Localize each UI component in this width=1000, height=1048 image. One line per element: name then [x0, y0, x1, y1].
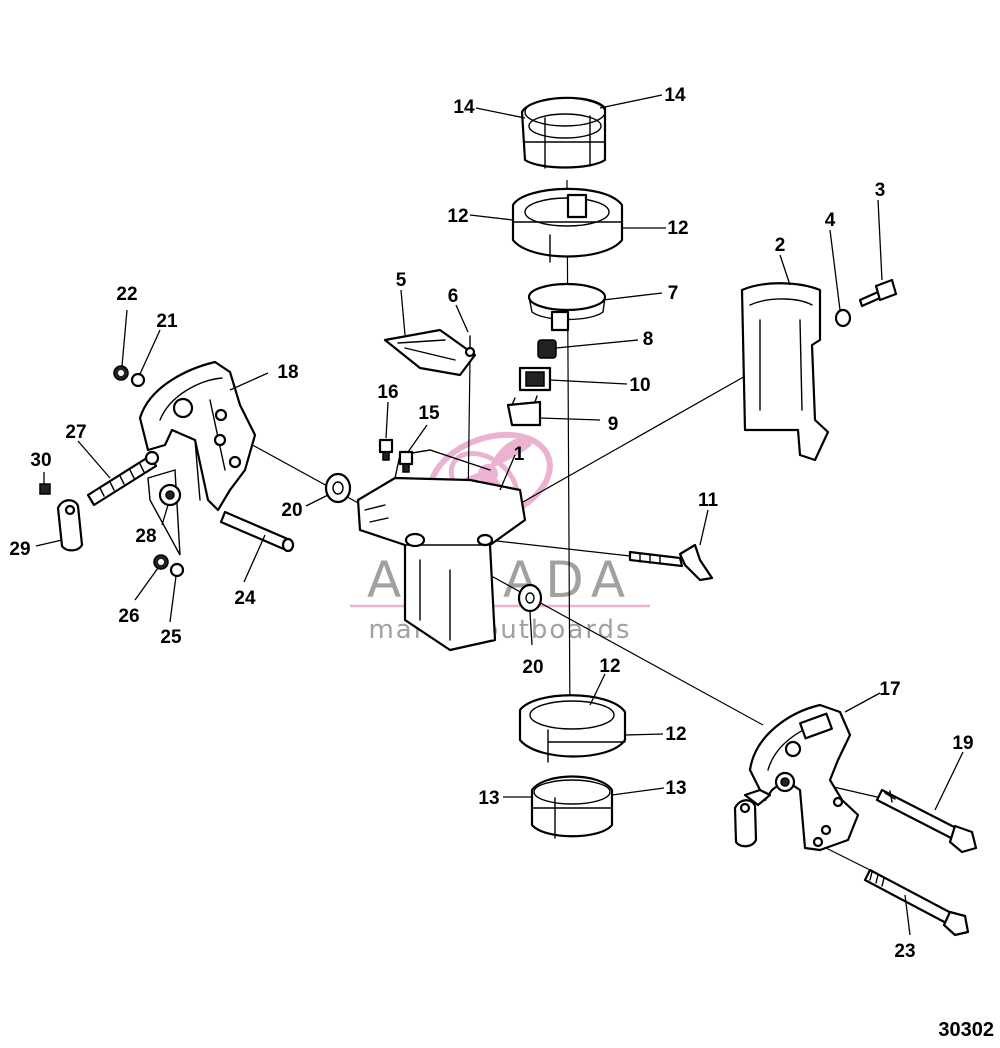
vertical-swivel-axis: [566, 179, 571, 726]
part-20-washer-right: [517, 583, 543, 613]
callout-11: 11: [698, 490, 719, 511]
part-8-block: [537, 339, 557, 359]
part-23-bolt: [863, 868, 970, 937]
callout-19: 19: [952, 733, 973, 754]
part-9-bracket: [506, 395, 542, 427]
part-29-handle: [56, 499, 84, 552]
callout-26: 26: [118, 606, 139, 627]
callout-10: 10: [629, 375, 650, 396]
part-11-tilt-lever: [628, 543, 714, 582]
callout-27: 27: [65, 422, 86, 443]
callout-22: 22: [116, 284, 137, 305]
callout-labels: 1 2 3 4 5 6 7 8 9 10 11 12 12 12 12 13 1…: [9, 85, 973, 962]
callout-5: 5: [396, 270, 407, 291]
part-26-nut: [153, 554, 169, 570]
callout-23: 23: [894, 941, 915, 962]
callout-8: 8: [643, 329, 654, 350]
figure-number: 30302: [938, 1019, 994, 1041]
callout-15: 15: [418, 403, 440, 424]
callout-20-right: 20: [522, 657, 543, 678]
callout-24: 24: [234, 588, 256, 609]
callout-13-right: 13: [665, 778, 686, 799]
callout-12-lower-right: 12: [665, 724, 686, 745]
part-18-left-clamp-bracket: [138, 360, 257, 556]
part-17-clamp-handle: [733, 788, 772, 848]
callout-16: 16: [377, 382, 398, 403]
part-2-swivel-cover: [740, 282, 830, 462]
callout-3: 3: [875, 180, 886, 201]
callout-28: 28: [135, 526, 156, 547]
leader-lines: [35, 94, 964, 936]
callout-7: 7: [668, 283, 679, 304]
callout-12-upper-left: 12: [447, 206, 468, 227]
callout-9: 9: [608, 414, 619, 435]
callout-6: 6: [448, 286, 459, 307]
part-21-washer: [130, 372, 146, 388]
part-10-pad: [518, 366, 552, 392]
callout-1: 1: [514, 444, 525, 465]
part-28-bushing: [158, 483, 182, 507]
part-12-lower-bearing: [518, 694, 627, 763]
part-19-bolt: [875, 788, 978, 854]
callout-18: 18: [277, 362, 298, 383]
callout-14-left: 14: [453, 97, 475, 118]
part-14-upper-bushing: [520, 96, 607, 169]
callout-12-lower-top: 12: [599, 656, 620, 677]
tilt-lever-axis: [487, 539, 631, 557]
armada-watermark: ARMADA marine outboards: [350, 431, 650, 645]
part-13-lower-bushing: [530, 775, 614, 839]
part-30-screw: [39, 483, 51, 495]
part-24-tilt-tube: [219, 510, 295, 553]
part-25-washer: [169, 562, 185, 578]
callout-2: 2: [775, 235, 786, 256]
callout-17: 17: [879, 679, 900, 700]
callout-21: 21: [156, 311, 178, 332]
part-4-washer: [834, 308, 852, 328]
part-27-clamp-screw: [86, 450, 160, 507]
callout-30: 30: [30, 450, 51, 471]
callout-29: 29: [9, 539, 30, 560]
part-6-screw: [464, 335, 476, 358]
part-3-bolt: [858, 278, 898, 308]
part-17-right-clamp-bracket: [748, 703, 860, 852]
part-7-clamp-ring: [527, 282, 607, 332]
part-22-nut: [113, 365, 129, 381]
part-12-upper-bearing: [511, 187, 624, 263]
callout-20-left: 20: [281, 500, 302, 521]
part-5-plate: [383, 328, 477, 377]
callout-12-upper-right: 12: [667, 218, 688, 239]
part-1-swivel-bracket: [356, 449, 527, 652]
callout-25: 25: [160, 627, 182, 648]
part-20-washer-left: [324, 472, 352, 504]
part-16-fitting: [378, 438, 394, 461]
callout-14-right: 14: [664, 85, 686, 106]
part-15-fitting: [398, 450, 414, 473]
callout-13-left: 13: [478, 788, 499, 809]
callout-4: 4: [825, 210, 836, 231]
